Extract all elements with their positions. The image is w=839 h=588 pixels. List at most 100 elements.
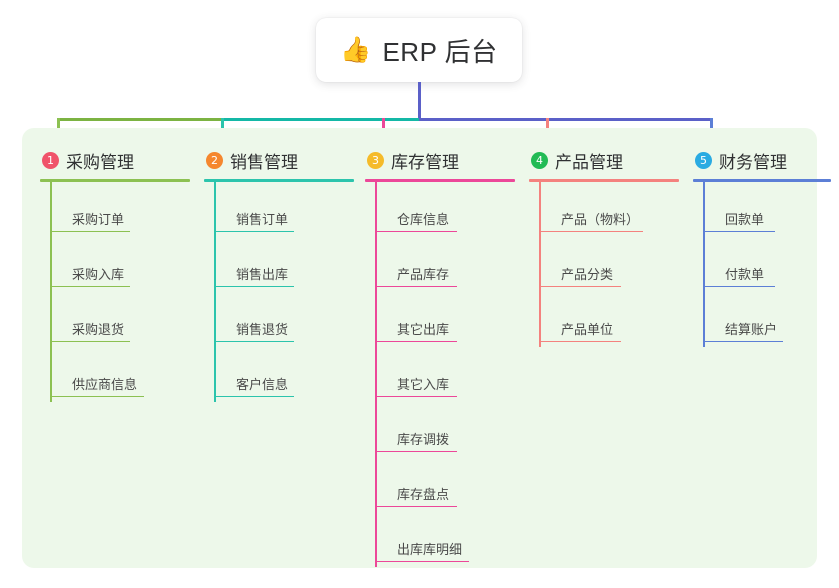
branch-item-rule <box>375 395 457 397</box>
branch-item[interactable]: 付款单 <box>703 237 831 292</box>
branches-panel: 1 采购管理采购订单采购入库采购退货供应商信息 2 销售管理销售订单销售出库销售退货客… <box>22 128 831 568</box>
branch-header-5[interactable]: 5 财务管理 <box>693 146 831 174</box>
branch-item-list: 采购订单采购入库采购退货供应商信息 <box>50 182 190 402</box>
root-node-title: ERP 后台 <box>382 36 498 67</box>
branch-item-label: 其它出库 <box>397 322 450 337</box>
branch-item[interactable]: 采购入库 <box>50 237 190 292</box>
branch-item[interactable]: 回款单 <box>703 182 831 237</box>
branch-item-label: 产品（物料） <box>561 212 640 227</box>
branch-title: 销售管理 <box>230 152 298 172</box>
branch-item-rule <box>214 285 294 287</box>
branch-item-label: 销售退货 <box>236 322 289 337</box>
branch-item-rule <box>375 340 457 342</box>
branch-spine <box>703 182 705 347</box>
branch-spine <box>214 182 216 402</box>
branch-item-rule <box>375 560 469 562</box>
branch-item-label: 库存调拨 <box>397 432 450 447</box>
branch-column-5: 5 财务管理回款单付款单结算账户 <box>693 146 831 347</box>
branch-column-1: 1 采购管理采购订单采购入库采购退货供应商信息 <box>40 146 190 402</box>
branch-header-1[interactable]: 1 采购管理 <box>40 146 190 174</box>
branch-item-rule <box>375 285 457 287</box>
branch-item-label: 产品单位 <box>561 322 614 337</box>
bus-green <box>57 118 221 121</box>
root-drop-line <box>418 82 421 120</box>
branch-title: 采购管理 <box>66 152 134 172</box>
branch-item-rule <box>50 230 130 232</box>
branch-spine <box>375 182 377 567</box>
branch-spine <box>50 182 52 402</box>
branch-item[interactable]: 库存调拨 <box>375 402 515 457</box>
branch-number-badge: 4 <box>531 151 548 169</box>
branch-item-label: 产品库存 <box>397 267 450 282</box>
branch-item[interactable]: 销售订单 <box>214 182 354 237</box>
branch-item[interactable]: 产品（物料） <box>539 182 679 237</box>
branch-header-rule <box>365 179 515 182</box>
branch-item-label: 销售订单 <box>236 212 289 227</box>
branch-spine <box>539 182 541 347</box>
branch-item[interactable]: 产品库存 <box>375 237 515 292</box>
branch-item[interactable]: 其它入库 <box>375 347 515 402</box>
branch-item-label: 客户信息 <box>236 377 289 392</box>
branch-item[interactable]: 库存盘点 <box>375 457 515 512</box>
branch-item-rule <box>375 450 457 452</box>
branch-item-rule <box>539 285 621 287</box>
branch-item[interactable]: 其它出库 <box>375 292 515 347</box>
branch-title: 财务管理 <box>719 152 787 172</box>
branch-item[interactable]: 结算账户 <box>703 292 831 347</box>
branch-column-3: 3 库存管理仓库信息产品库存其它出库其它入库库存调拨库存盘点出库库明细 <box>365 146 515 567</box>
branch-item-rule <box>50 395 144 397</box>
branch-number-badge: 3 <box>367 151 384 169</box>
branch-title: 产品管理 <box>555 152 623 172</box>
branch-item-rule <box>703 285 775 287</box>
branch-item-list: 回款单付款单结算账户 <box>703 182 831 347</box>
branch-item-rule <box>703 230 775 232</box>
branch-item[interactable]: 客户信息 <box>214 347 354 402</box>
branch-item[interactable]: 采购退货 <box>50 292 190 347</box>
branch-item-label: 采购入库 <box>72 267 125 282</box>
branch-number-badge: 5 <box>695 151 712 169</box>
branch-item-rule <box>375 230 457 232</box>
branch-item[interactable]: 销售出库 <box>214 237 354 292</box>
branch-number-badge: 1 <box>42 151 59 169</box>
thumbs-up-icon: 👍 <box>340 35 372 64</box>
branch-title: 库存管理 <box>391 152 459 172</box>
branch-header-4[interactable]: 4 产品管理 <box>529 146 679 174</box>
branch-number-badge: 2 <box>206 151 223 169</box>
branch-item-rule <box>214 395 294 397</box>
branch-item[interactable]: 仓库信息 <box>375 182 515 237</box>
branch-column-2: 2 销售管理销售订单销售出库销售退货客户信息 <box>204 146 354 402</box>
branch-item-label: 采购退货 <box>72 322 125 337</box>
branch-header-3[interactable]: 3 库存管理 <box>365 146 515 174</box>
branch-item[interactable]: 采购订单 <box>50 182 190 237</box>
branch-item-rule <box>214 230 294 232</box>
bus-teal <box>221 118 419 121</box>
branch-item[interactable]: 产品分类 <box>539 237 679 292</box>
branch-item-rule <box>539 230 643 232</box>
branch-item[interactable]: 供应商信息 <box>50 347 190 402</box>
branch-item-label: 供应商信息 <box>72 377 138 392</box>
branch-item-rule <box>703 340 783 342</box>
branch-header-rule <box>693 179 831 182</box>
branch-item-rule <box>50 285 130 287</box>
root-node-card[interactable]: 👍 ERP 后台 <box>316 18 522 82</box>
branch-item[interactable]: 产品单位 <box>539 292 679 347</box>
branch-item-label: 结算账户 <box>725 322 778 337</box>
branch-item-label: 付款单 <box>725 267 765 282</box>
branch-item-label: 仓库信息 <box>397 212 450 227</box>
branch-item-label: 其它入库 <box>397 377 450 392</box>
branch-header-2[interactable]: 2 销售管理 <box>204 146 354 174</box>
branch-header-rule <box>529 179 679 182</box>
branch-item-list: 产品（物料） 产品分类产品单位 <box>539 182 679 347</box>
branch-item-rule <box>539 340 621 342</box>
branch-item-label: 产品分类 <box>561 267 614 282</box>
branch-item-label: 采购订单 <box>72 212 125 227</box>
branch-column-4: 4 产品管理产品（物料） 产品分类产品单位 <box>529 146 679 347</box>
branch-item[interactable]: 销售退货 <box>214 292 354 347</box>
bus-purple <box>419 118 713 121</box>
branch-item-list: 销售订单销售出库销售退货客户信息 <box>214 182 354 402</box>
branch-header-rule <box>204 179 354 182</box>
branch-item[interactable]: 出库库明细 <box>375 512 515 567</box>
branch-item-label: 销售出库 <box>236 267 289 282</box>
branch-item-label: 出库库明细 <box>397 542 463 557</box>
branch-header-rule <box>40 179 190 182</box>
